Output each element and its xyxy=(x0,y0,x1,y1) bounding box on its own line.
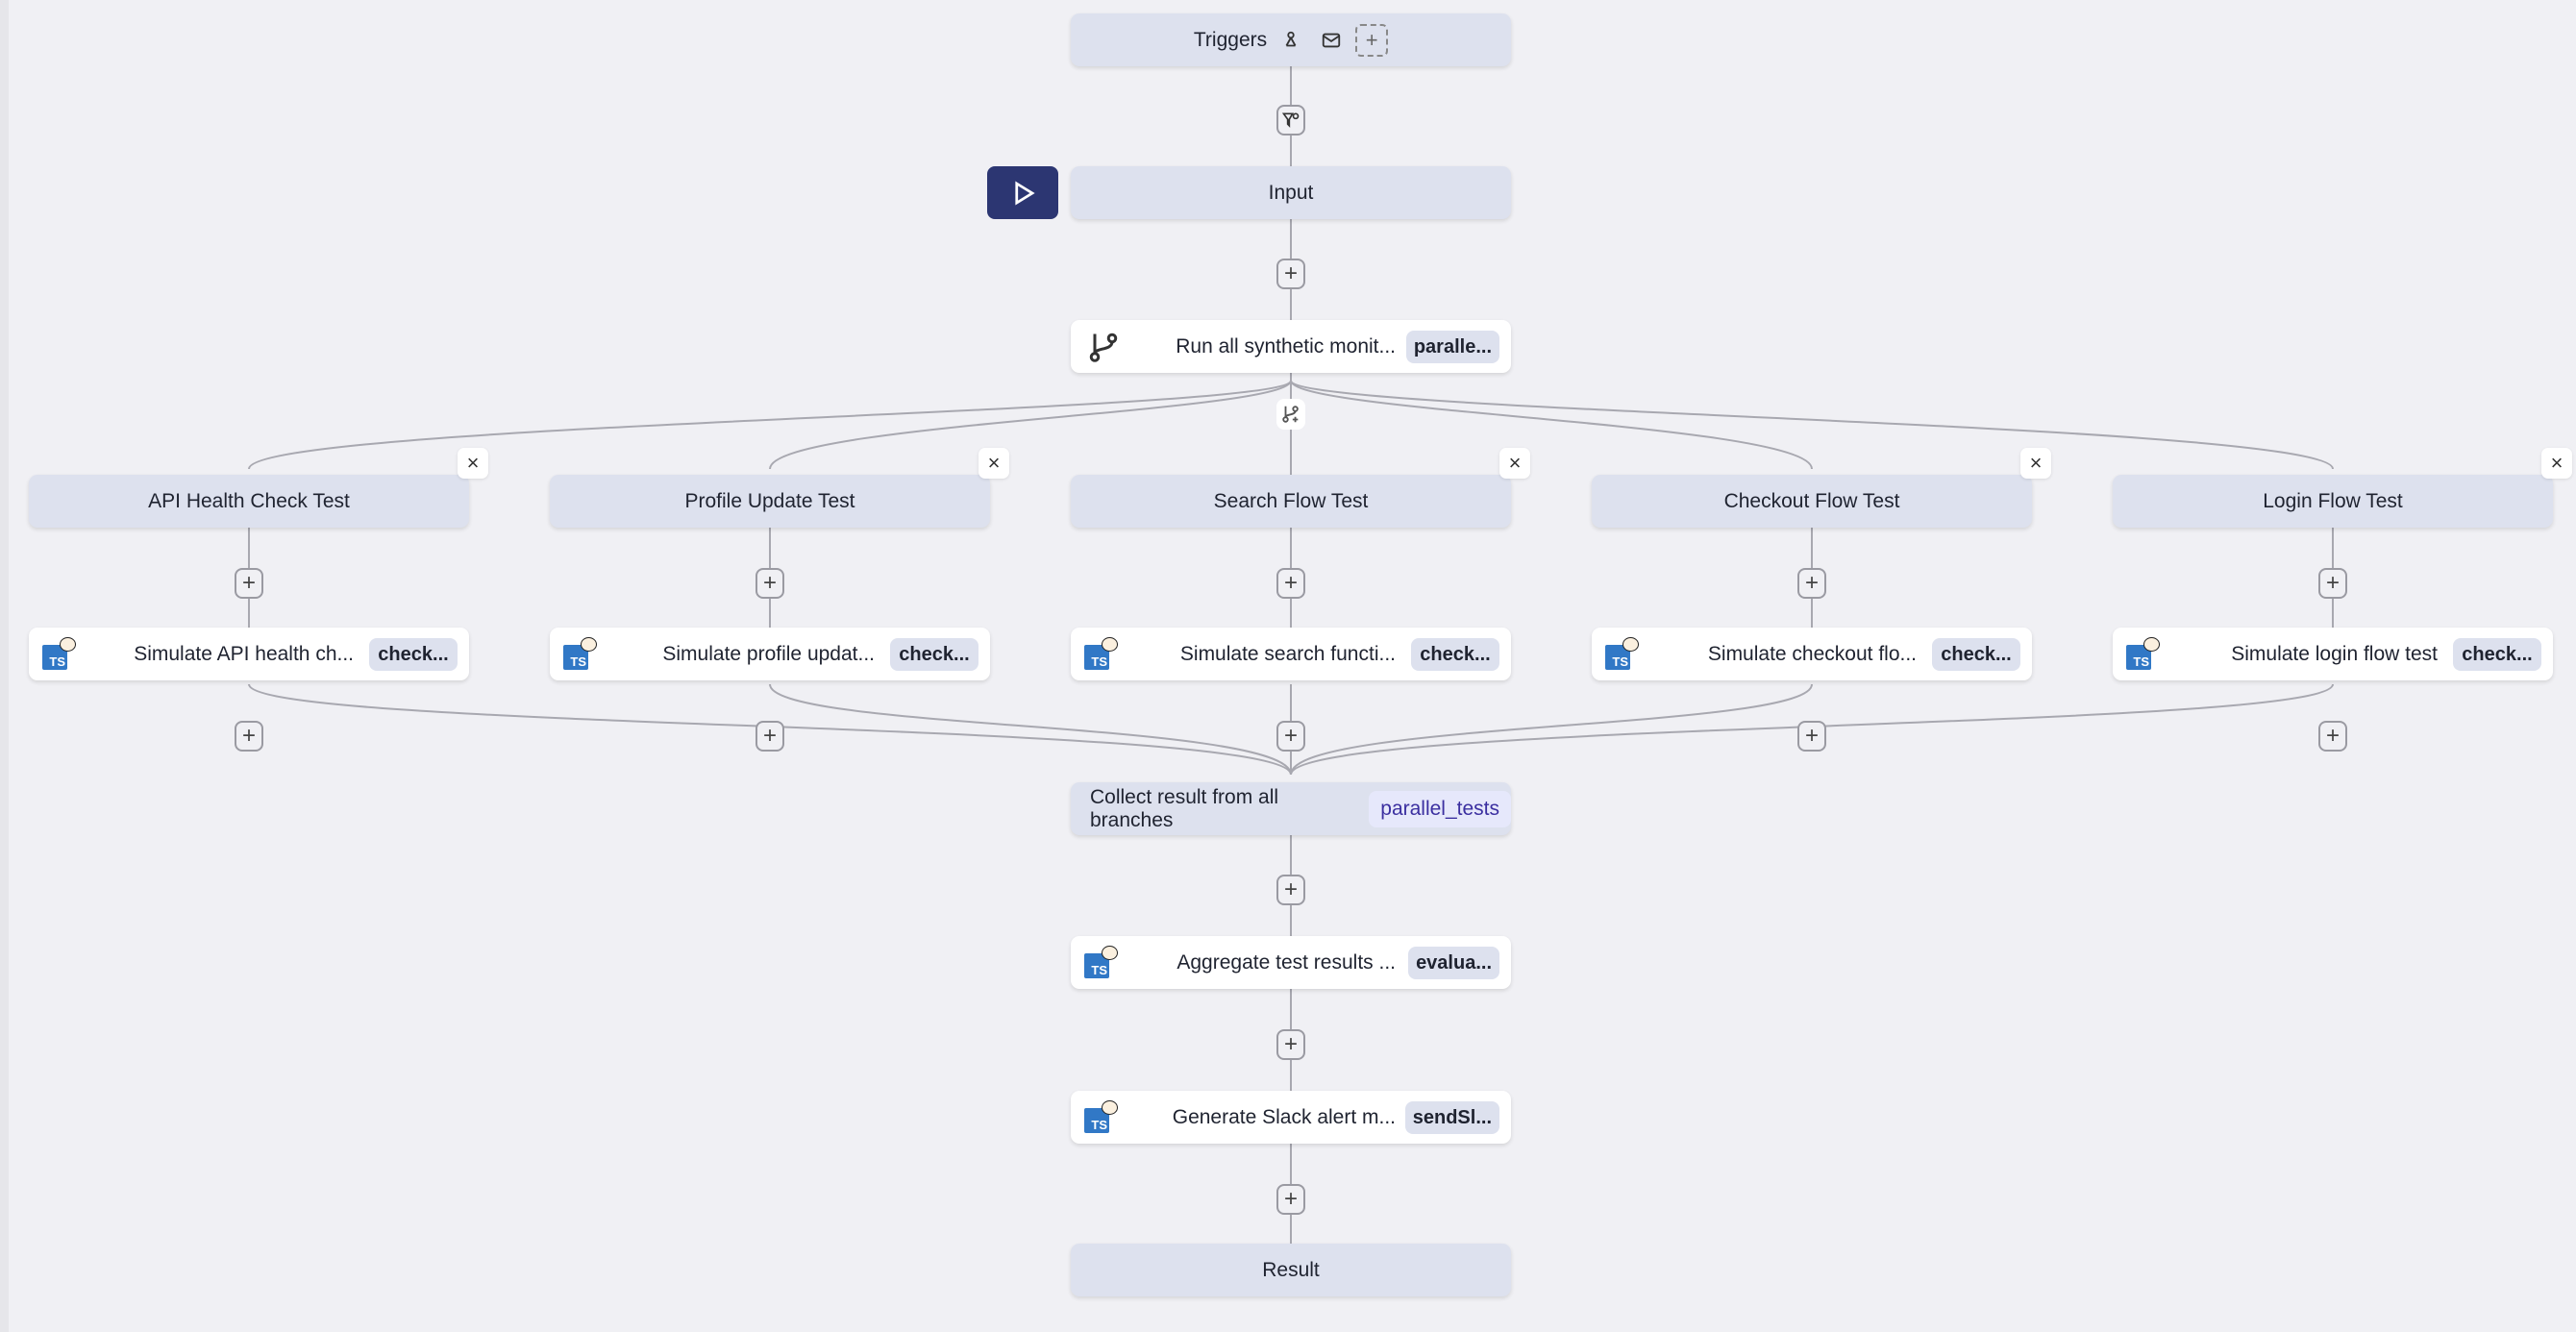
edge xyxy=(769,380,1292,470)
typescript-bun-icon: TS xyxy=(1605,637,1644,672)
branch-title: Profile Update Test xyxy=(684,489,855,512)
typescript-bun-icon: TS xyxy=(1084,1100,1123,1135)
slack-alert-node[interactable]: TS Generate Slack alert m... sendSl... xyxy=(1071,1091,1511,1144)
branch-step-node[interactable]: TS Simulate profile updat... check... xyxy=(550,628,990,680)
remove-branch-button[interactable]: × xyxy=(458,448,488,479)
node-tag: check... xyxy=(369,638,458,671)
edge xyxy=(769,683,1292,776)
node-label: Simulate checkout flo... xyxy=(1707,642,1917,665)
node-label: Generate Slack alert m... xyxy=(1172,1105,1396,1128)
add-step-button[interactable]: + xyxy=(1276,1184,1305,1215)
mail-icon[interactable] xyxy=(1315,24,1348,57)
edge xyxy=(248,380,1292,470)
branch-title: Login Flow Test xyxy=(2263,489,2403,512)
branch-title: Search Flow Test xyxy=(1213,489,1369,512)
branch-node[interactable]: Profile Update Test xyxy=(550,475,990,528)
add-step-button[interactable]: + xyxy=(1276,259,1305,289)
branch-step-node[interactable]: TS Simulate search functi... check... xyxy=(1071,628,1511,680)
add-step-button[interactable]: + xyxy=(1276,568,1305,599)
branch-node[interactable]: Login Flow Test xyxy=(2113,475,2553,528)
typescript-bun-icon: TS xyxy=(1084,637,1123,672)
branch-icon xyxy=(1089,333,1118,362)
add-branch-icon xyxy=(1282,406,1299,423)
remove-branch-button[interactable]: × xyxy=(1499,448,1530,479)
add-step-button[interactable]: + xyxy=(2318,721,2347,752)
node-tag: check... xyxy=(890,638,978,671)
typescript-bun-icon: TS xyxy=(1084,946,1123,980)
branch-step-node[interactable]: TS Simulate checkout flo... check... xyxy=(1592,628,2032,680)
filter-icon xyxy=(1281,112,1300,128)
node-tag: check... xyxy=(1411,638,1499,671)
add-step-button[interactable]: + xyxy=(1797,721,1826,752)
node-tag: check... xyxy=(2453,638,2541,671)
node-tag: check... xyxy=(1932,638,2020,671)
node-label: Run all synthetic monit... xyxy=(1176,334,1396,358)
branch-title: API Health Check Test xyxy=(148,489,350,512)
triggers-node[interactable]: Triggers + xyxy=(1071,13,1511,66)
edge xyxy=(1290,380,2334,470)
add-step-button[interactable]: + xyxy=(1276,721,1305,752)
node-tag: paralle... xyxy=(1405,331,1499,363)
add-step-button[interactable]: + xyxy=(2318,568,2347,599)
branch-node[interactable]: Search Flow Test xyxy=(1071,475,1511,528)
filter-settings-button[interactable] xyxy=(1276,105,1305,136)
branch-step-node[interactable]: TS Simulate API health ch... check... xyxy=(29,628,469,680)
node-label: Simulate search functi... xyxy=(1179,642,1396,665)
node-label: Simulate API health ch... xyxy=(134,642,354,665)
node-label: Simulate login flow test xyxy=(2231,642,2438,665)
collect-node[interactable]: Collect result from all branches paralle… xyxy=(1071,782,1511,835)
add-trigger-button[interactable]: + xyxy=(1355,23,1389,57)
edge xyxy=(1290,380,1813,470)
result-label: Result xyxy=(1262,1258,1320,1281)
node-tag: evalua... xyxy=(1408,947,1499,979)
add-step-button[interactable]: + xyxy=(1276,1029,1305,1060)
input-node[interactable]: Input xyxy=(1071,166,1511,219)
left-edge xyxy=(0,0,9,1332)
edge xyxy=(1290,683,1813,776)
collect-label: Collect result from all branches xyxy=(1090,785,1279,831)
node-label: Aggregate test results ... xyxy=(1177,950,1396,974)
typescript-bun-icon: TS xyxy=(2126,637,2165,672)
webhook-icon[interactable] xyxy=(1275,24,1307,57)
remove-branch-button[interactable]: × xyxy=(2541,448,2572,479)
parallel-branch-node[interactable]: Run all synthetic monit... paralle... xyxy=(1071,320,1511,373)
remove-branch-button[interactable]: × xyxy=(978,448,1009,479)
branch-title: Checkout Flow Test xyxy=(1723,489,1900,512)
node-tag: sendSl... xyxy=(1404,1101,1499,1134)
add-step-button[interactable]: + xyxy=(755,721,784,752)
add-step-button[interactable]: + xyxy=(1797,568,1826,599)
typescript-bun-icon: TS xyxy=(42,637,81,672)
collect-tag: parallel_tests xyxy=(1369,790,1511,827)
add-step-button[interactable]: + xyxy=(235,568,263,599)
branch-node[interactable]: Checkout Flow Test xyxy=(1592,475,2032,528)
typescript-bun-icon: TS xyxy=(563,637,602,672)
input-label: Input xyxy=(1268,181,1314,204)
add-step-button[interactable]: + xyxy=(235,721,263,752)
remove-branch-button[interactable]: × xyxy=(2020,448,2051,479)
result-node[interactable]: Result xyxy=(1071,1244,1511,1296)
branch-node[interactable]: API Health Check Test xyxy=(29,475,469,528)
run-button[interactable] xyxy=(987,166,1058,219)
branch-step-node[interactable]: TS Simulate login flow test check... xyxy=(2113,628,2553,680)
aggregate-node[interactable]: TS Aggregate test results ... evalua... xyxy=(1071,936,1511,989)
add-step-button[interactable]: + xyxy=(755,568,784,599)
triggers-label: Triggers xyxy=(1193,28,1268,51)
add-branch-button[interactable] xyxy=(1276,399,1305,430)
add-step-button[interactable]: + xyxy=(1276,875,1305,905)
play-icon xyxy=(1015,181,1035,205)
node-label: Simulate profile updat... xyxy=(662,642,875,665)
